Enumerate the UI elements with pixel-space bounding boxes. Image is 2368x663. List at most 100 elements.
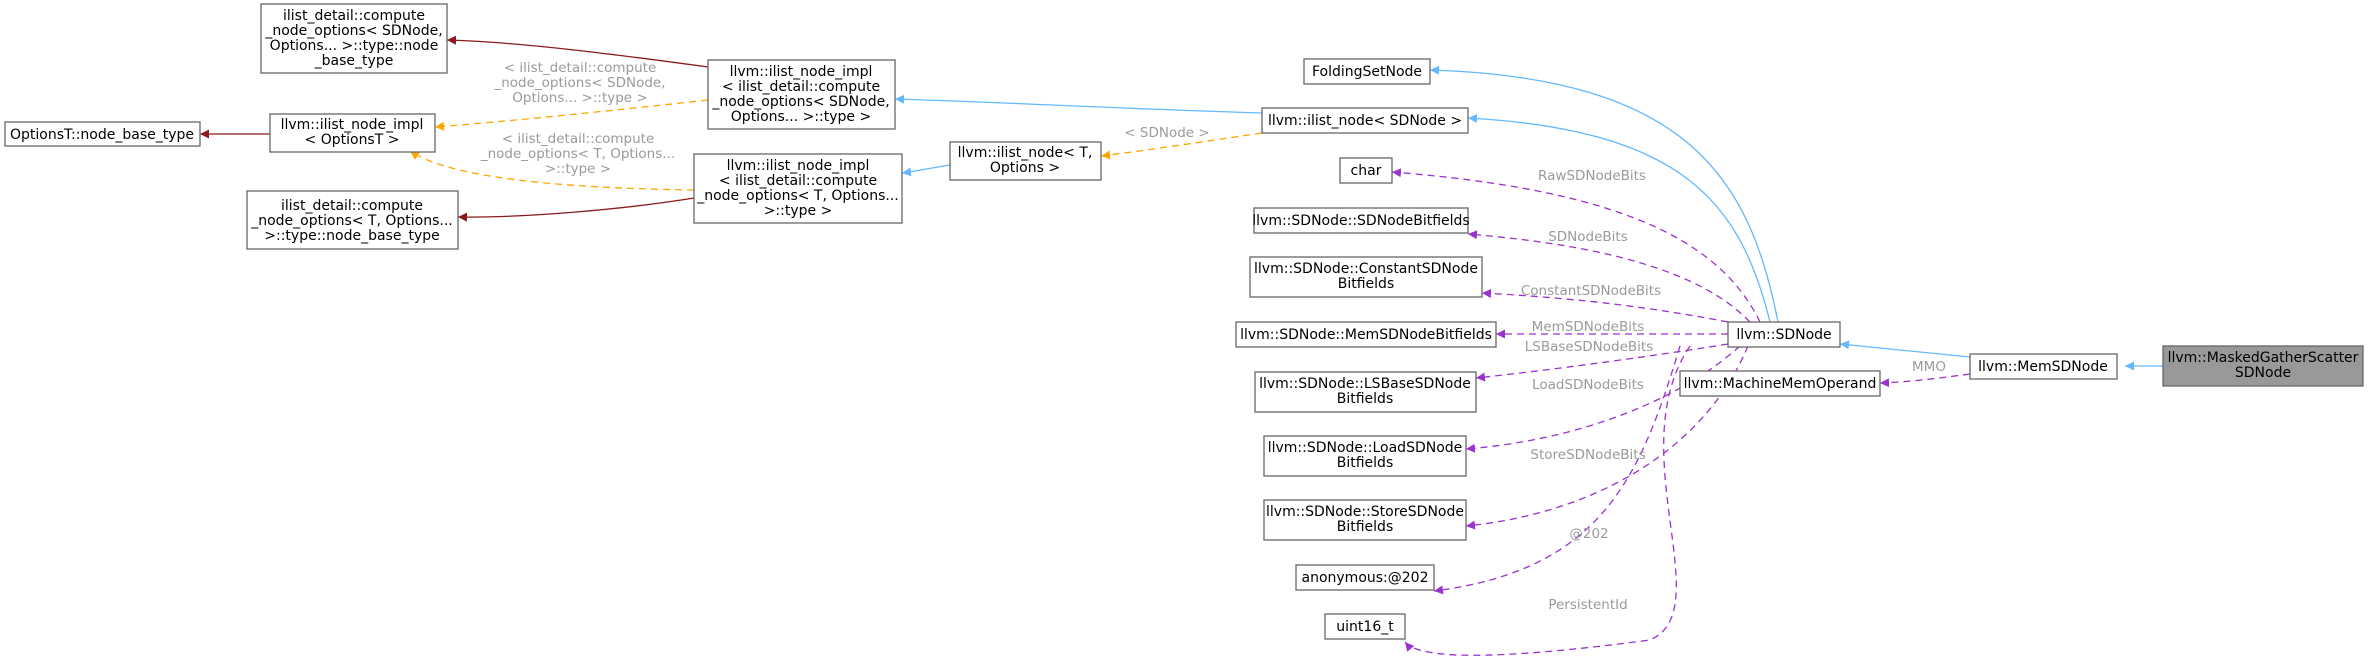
edge-label-anon: @202 [1569,526,1608,542]
node-compute-sdnode-base-type[interactable]: ilist_detail::compute_node_options< SDNo… [260,3,448,74]
edge-ilist-node-sdnode-to-ilist-node-T [1100,132,1263,160]
text-line: Options... >::type > [731,109,871,125]
svg-text:llvm::ilist_node< SDNode >: llvm::ilist_node< SDNode > [1268,113,1462,129]
text-line: llvm::MaskedGatherScatter [2168,350,2359,366]
text-line: llvm::ilist_node_impl [281,117,424,133]
edge-sdnode-anon-202 [1433,345,1681,595]
text-line: char [1351,163,1382,179]
edge-label-raw-bits: RawSDNodeBits [1538,168,1646,184]
text-line: _node_options< SDNode, [711,94,889,110]
text-line: Bitfields [1337,519,1394,535]
text-line: llvm::SDNode::ConstantSDNode [1254,261,1478,277]
edge-label-load-bits-line: LoadSDNodeBits [1532,377,1644,393]
edge-label-constant-bits-line: ConstantSDNodeBits [1521,283,1661,299]
edge-ilist-node-sdnode-to-impl-sdnode [894,94,1263,114]
edge-sdnode-to-ilist-node-sdnode [1467,114,1771,323]
node-mem-sdnode[interactable]: llvm::MemSDNode [1969,353,2118,380]
svg-text:llvm::ilist_node< T,Options >: llvm::ilist_node< T,Options > [958,145,1093,176]
edge-sdnode-lsbase-bits [1475,343,1729,382]
edge-label-load-bits: LoadSDNodeBits [1532,377,1644,393]
edge-mem-sdnode-mmo [1879,373,1971,388]
edge-ilist-node-impl-T-to-impl-optionsT [409,150,695,191]
text-line: llvm::SDNode::SDNodeBitfields [1252,213,1469,229]
svg-text:uint16_t: uint16_t [1336,619,1394,635]
edge-sdnode-sdnode-bits [1467,230,1751,323]
text-line: Bitfields [1337,391,1394,407]
svg-text:anonymous:@202: anonymous:@202 [1302,570,1429,586]
text-line: Bitfields [1338,276,1395,292]
edge-label-options-T-line: _node_options< T, Options... [480,146,675,162]
svg-text:ilist_detail::compute_node_opt: ilist_detail::compute_node_options< SDNo… [264,8,442,69]
svg-text:llvm::SDNode::SDNodeBitfields: llvm::SDNode::SDNodeBitfields [1252,213,1469,229]
edge-label-constant-bits: ConstantSDNodeBits [1521,283,1661,299]
text-line: >::type::node_base_type [264,228,439,244]
edge-ilist-node-impl-sdnode-to-impl-optionsT [434,99,709,131]
edge-sdnode-persistent-id [1404,345,1691,656]
svg-text:llvm::SDNode: llvm::SDNode [1736,327,1831,343]
text-line: _node_options< T, Options... [696,188,899,204]
edge-label-options-sdnode: < ilist_detail::compute_node_options< SD… [493,60,665,106]
node-ilist-node-impl-sdnode[interactable]: llvm::ilist_node_impl< ilist_detail::com… [707,59,896,130]
node-ilist-node-T-options[interactable]: llvm::ilist_node< T,Options > [949,141,1102,181]
edge-ilist-node-impl-sdnode-to-compute-base-type [446,35,709,68]
edge-label-lsbase-bits: LSBaseSDNodeBits [1525,339,1654,355]
node-sdnode-bitfields[interactable]: llvm::SDNode::SDNodeBitfields [1252,207,1470,234]
text-line: < ilist_detail::compute [722,79,880,95]
text-line: llvm::SDNode [1736,327,1831,343]
edge-ilist-node-T-to-impl-T [901,164,951,177]
text-line: Options > [990,160,1060,176]
node-ilist-node-impl-optionsT[interactable]: llvm::ilist_node_impl< OptionsT > [269,113,436,153]
svg-text:llvm::ilist_node_impl< Options: llvm::ilist_node_impl< OptionsT > [281,117,424,148]
svg-text:llvm::ilist_node_impl< ilist_d: llvm::ilist_node_impl< ilist_detail::com… [711,64,889,125]
node-sdnode[interactable]: llvm::SDNode [1727,321,1841,348]
node-compute-T-base-type[interactable]: ilist_detail::compute_node_options< T, O… [246,190,459,250]
edge-label-raw-bits-line: RawSDNodeBits [1538,168,1646,184]
node-mem-sdnode-bitfields[interactable]: llvm::SDNode::MemSDNodeBitfields [1235,321,1497,348]
node-char[interactable]: char [1339,157,1393,184]
node-ilist-node-sdnode[interactable]: llvm::ilist_node< SDNode > [1261,107,1469,134]
node-anonymous-202[interactable]: anonymous:@202 [1295,564,1435,591]
edge-label-sdnode-bits-line: SDNodeBits [1548,229,1628,245]
edge-sdnode-constant-bits [1481,288,1729,323]
edge-label-options-sdnode-line: _node_options< SDNode, [493,75,665,91]
text-line: llvm::ilist_node< T, [958,145,1093,161]
svg-text:llvm::MachineMemOperand: llvm::MachineMemOperand [1684,376,1877,392]
text-line: llvm::SDNode::LSBaseSDNode [1259,376,1471,392]
node-ilist-node-impl-T[interactable]: llvm::ilist_node_impl< ilist_detail::com… [693,153,903,224]
node-optionsT-node-base-type[interactable]: OptionsT::node_base_type [4,121,201,147]
edge-sdnode-load-bits [1465,345,1741,453]
node-folding-set-node[interactable]: FoldingSetNode [1303,58,1431,85]
edge-sdnode-raw-bits-to-char [1391,168,1761,323]
edge-label-lsbase-bits-line: LSBaseSDNodeBits [1525,339,1654,355]
edge-label-mem-bits-line: MemSDNodeBits [1532,319,1645,335]
edge-label-store-bits-line: StoreSDNodeBits [1530,447,1645,463]
node-machine-mem-operand[interactable]: llvm::MachineMemOperand [1679,370,1881,397]
text-line: _node_options< SDNode, [264,23,442,39]
svg-text:llvm::ilist_node_impl< ilist_d: llvm::ilist_node_impl< ilist_detail::com… [696,158,899,219]
text-line: llvm::MemSDNode [1978,359,2108,375]
text-line: llvm::SDNode::LoadSDNode [1268,440,1463,456]
edge-label-sdnode-param: < SDNode > [1124,125,1209,141]
svg-text:ilist_detail::compute_node_opt: ilist_detail::compute_node_options< T, O… [250,198,453,244]
edge-label-mmo: MMO [1912,359,1946,375]
text-line: ilist_detail::compute [283,8,425,24]
text-line: llvm::ilist_node< SDNode > [1268,113,1462,129]
edge-label-mem-bits: MemSDNodeBits [1532,319,1645,335]
node-uint16-t[interactable]: uint16_t [1324,613,1406,640]
edge-label-options-T-line: >::type > [545,161,611,177]
text-line: Bitfields [1337,455,1394,471]
edge-label-options-sdnode-line: < ilist_detail::compute [504,60,657,76]
svg-text:OptionsT::node_base_type: OptionsT::node_base_type [10,127,194,143]
text-line: Options... >::type::node [270,38,439,54]
